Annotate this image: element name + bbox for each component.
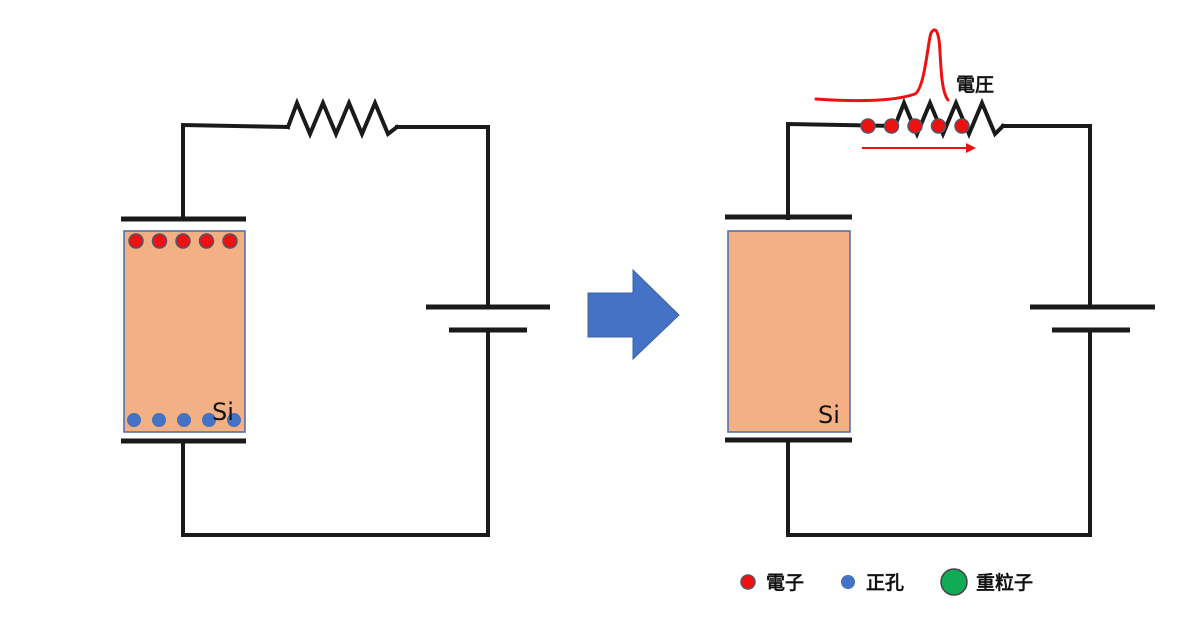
left-wire-bottom (181, 328, 490, 537)
legend-hole-label: 正孔 (866, 572, 904, 594)
right-circuit: Si 電圧 (725, 28, 1155, 537)
left-silicon-label: Si (212, 398, 234, 426)
electron-dot (883, 118, 900, 134)
right-resistor (892, 97, 1006, 140)
electron-dot (198, 233, 215, 249)
legend-electron-marker (740, 574, 756, 590)
left-electron-row (128, 233, 238, 249)
left-wire-top-right (395, 125, 490, 307)
right-wire-top-right (1001, 124, 1092, 307)
hole-dot (177, 413, 191, 427)
transition-arrow (587, 268, 680, 361)
current-direction-arrow (862, 143, 976, 153)
legend-electron-label: 電子 (766, 572, 804, 594)
electron-dot (151, 233, 168, 249)
right-silicon-label: Si (818, 401, 840, 429)
hole-dot (227, 413, 241, 427)
left-hole-row (127, 413, 241, 427)
hole-dot (127, 413, 141, 427)
electron-dot (222, 233, 238, 249)
left-resistor (285, 97, 400, 140)
right-wire-bottom (786, 328, 1092, 537)
electron-dot (128, 233, 144, 249)
right-electron-row (860, 118, 970, 134)
voltage-label: 電圧 (956, 74, 994, 96)
left-circuit: Si (121, 97, 550, 537)
hole-dot (152, 413, 166, 427)
voltage-pulse-curve (814, 28, 950, 103)
electron-dot (930, 118, 947, 134)
legend-heavy-particle-marker (940, 568, 968, 596)
legend-hole-marker (841, 575, 855, 589)
electron-dot (175, 233, 191, 249)
legend: 電子 正孔 重粒子 (740, 568, 1033, 596)
left-silicon-block (123, 230, 246, 433)
right-silicon-block (727, 230, 851, 433)
legend-heavy-particle-label: 重粒子 (976, 571, 1033, 594)
electron-dot (860, 118, 876, 134)
electron-dot (907, 118, 923, 134)
electron-dot (954, 118, 970, 134)
hole-dot (202, 413, 216, 427)
right-wire-top-left (786, 121, 898, 220)
left-wire-top-left (181, 122, 291, 220)
